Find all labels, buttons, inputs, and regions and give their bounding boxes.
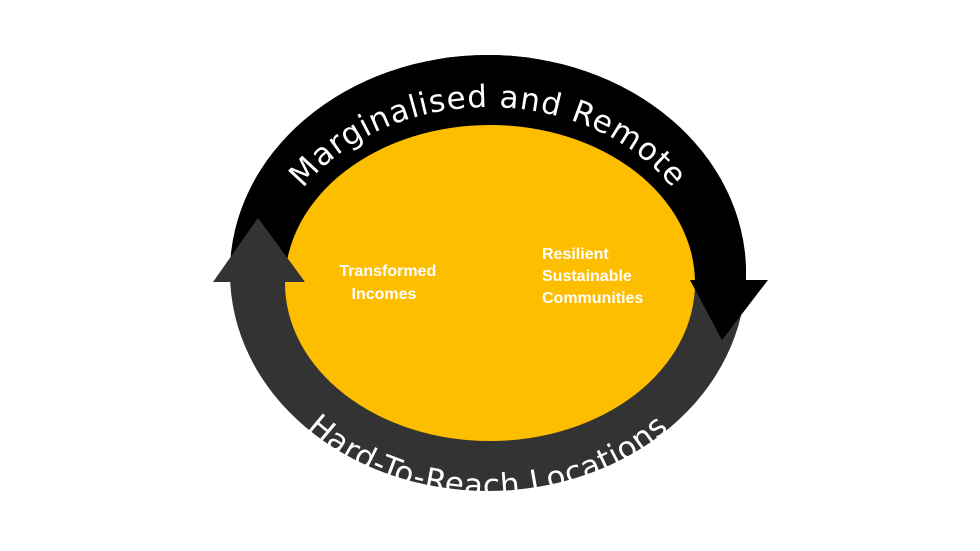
bottom-arrow-head bbox=[213, 218, 305, 282]
top-arrow-head bbox=[690, 280, 768, 340]
resilient-communities-label: Resilient Sustainable Communities bbox=[542, 246, 643, 307]
transformed-incomes-label: Transformed Incomes bbox=[339, 263, 440, 303]
center-ellipse bbox=[285, 125, 695, 441]
